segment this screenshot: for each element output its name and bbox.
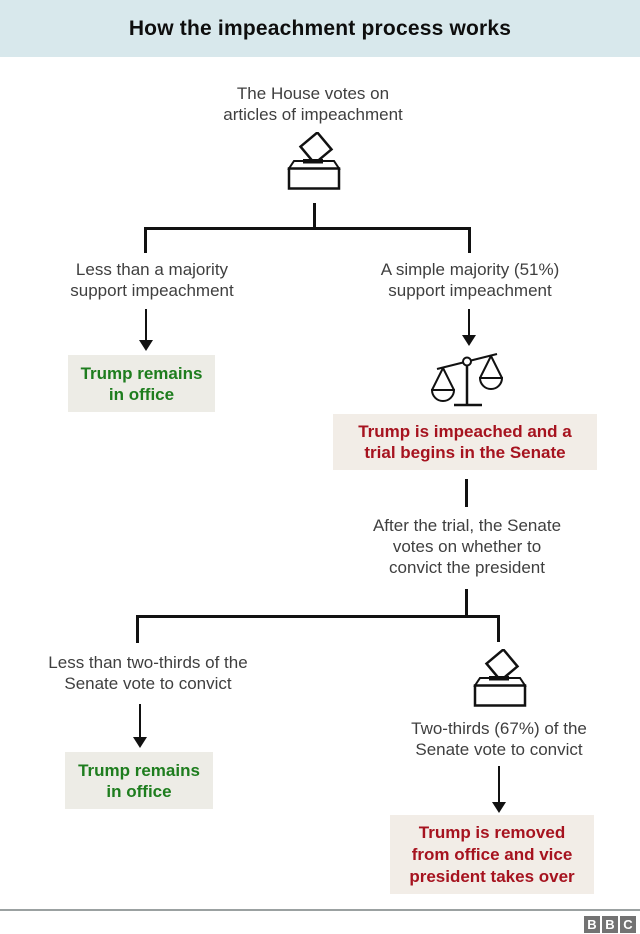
branch2-right-label: Two-thirds (67%) of the Senate vote to c… <box>411 719 587 759</box>
down-arrow <box>492 766 506 813</box>
connector-line <box>465 479 468 507</box>
connector-line <box>468 227 471 253</box>
bbc-logo-letter: B <box>584 916 600 933</box>
ballot-box-icon <box>282 130 346 190</box>
connector-line <box>144 227 147 253</box>
branch1-left-label: Less than a majority support impeachment <box>70 260 234 300</box>
down-arrow <box>139 309 153 351</box>
connector-line <box>136 615 139 643</box>
down-arrow <box>462 309 476 346</box>
connector-line <box>313 203 316 229</box>
bbc-logo-letter: C <box>620 916 636 933</box>
ballot-box-icon <box>468 647 532 707</box>
bbc-logo-letter: B <box>602 916 618 933</box>
outcome-box-impeached: Trump is impeached and a trial begins in… <box>333 414 597 470</box>
page-title: How the impeachment process works <box>128 16 512 40</box>
page-header: How the impeachment process works <box>0 0 640 57</box>
outcome-box-remains-2: Trump remains in office <box>65 752 213 809</box>
connector-line <box>136 615 500 618</box>
house-vote-label: The House votes on articles of impeachme… <box>223 84 403 124</box>
bbc-logo: B B C <box>584 916 636 933</box>
footer-divider <box>0 909 640 911</box>
outcome-box-remains-1: Trump remains in office <box>68 355 215 412</box>
branch2-left-label: Less than two-thirds of the Senate vote … <box>48 653 248 693</box>
senate-vote-label: After the trial, the Senate votes on whe… <box>372 516 562 577</box>
branch1-right-label: A simple majority (51%) support impeachm… <box>380 260 560 300</box>
scales-of-justice-icon <box>429 347 505 409</box>
down-arrow <box>133 704 147 748</box>
connector-line <box>497 615 500 642</box>
outcome-box-removed: Trump is removed from office and vice pr… <box>390 815 594 894</box>
connector-line <box>144 227 471 230</box>
connector-line <box>465 589 468 617</box>
